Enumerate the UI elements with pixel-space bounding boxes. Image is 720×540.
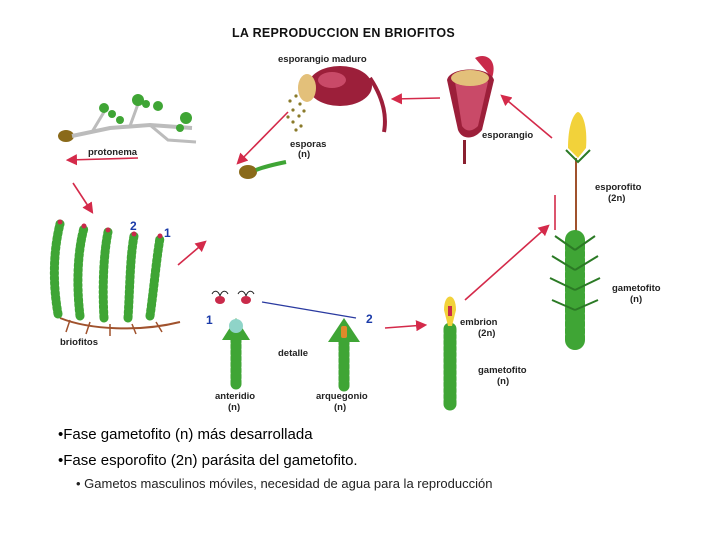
diagram-title: LA REPRODUCCION EN BRIOFITOS [232,26,455,40]
label-gametofito-right-n: (n) [630,294,642,305]
bullet-gametophyte-phase: •Fase gametofito (n) más desarrollada [58,426,313,443]
cycle-arrows [65,93,556,332]
label-briofitos: briofitos [60,337,98,348]
arrow-embryo-to-sporophyte [464,224,550,301]
sperm-cells-illustration [211,290,255,304]
bullet-sporophyte-phase: •Fase esporofito (2n) parásita del gamet… [58,452,358,469]
label-esporangio-maduro: esporangio maduro [278,54,367,65]
label-anteridio-n: (n) [228,402,240,413]
arrow-protonema-to-moss [72,182,94,214]
arrow-sporangium-to-mature [390,93,441,105]
arrow-mature-to-spores [236,111,289,165]
bryophyte-reproduction-diagram: LA REPRODUCCION EN BRIOFITOS esporangio … [49,26,661,413]
arrow-detail-to-embryo [384,320,428,332]
mature-sporangium-illustration [286,66,387,133]
label-arquegonio-n: (n) [334,402,346,413]
moss-colony-illustration [49,219,181,336]
label-arquegonio: arquegonio [316,391,368,402]
label-protonema: protonema [88,147,138,158]
label-esporas-n: (n) [298,149,310,160]
label-esporofito: esporofito [595,182,642,193]
sub-bullet-water-requirement: • Gametos masculinos móviles, necesidad … [76,476,493,491]
label-archegonium-number-2: 2 [366,312,373,326]
sporophyte-gametophyte-illustration [549,112,601,350]
germinating-spore-illustration [239,160,287,179]
arrow-sporophyte-to-sporangium [500,94,553,139]
arrow-spores-to-protonema [65,154,139,166]
label-moss-number-1: 1 [164,226,171,240]
label-moss-number-2: 2 [130,219,137,233]
sporangium-illustration [447,56,494,164]
label-detalle: detalle [278,348,308,359]
label-embrion-n: (2n) [478,328,495,339]
label-gametofito-right: gametofito [612,283,661,294]
protonema-illustration [58,94,197,144]
fertilization-line [261,301,357,319]
label-esporas: esporas [290,139,326,150]
label-gametofito-bottom-n: (n) [497,376,509,387]
antheridium-illustration [222,318,250,390]
label-gametofito-bottom: gametofito [478,365,527,376]
arrow-moss-to-detail [177,240,207,266]
label-esporangio: esporangio [482,130,533,141]
label-esporofito-n: (2n) [608,193,625,204]
label-anteridio: anteridio [215,391,255,402]
label-embrion: embrion [460,317,498,328]
archegonium-illustration [328,318,360,392]
embryo-gametophyte-illustration [443,296,457,411]
label-antheridium-number-1: 1 [206,313,213,327]
